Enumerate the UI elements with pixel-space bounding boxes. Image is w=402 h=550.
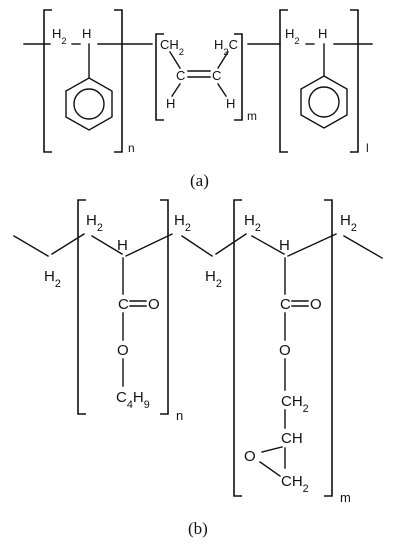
- bracket-right-m: [324, 199, 333, 497]
- panel-a-caption: (a): [190, 171, 209, 190]
- panel-b-caption: (b): [188, 519, 208, 538]
- epoxide-bond: [259, 461, 281, 477]
- styrene-left-ch2-label: H2: [52, 26, 67, 46]
- gma-o-ring-label: O: [244, 448, 256, 465]
- butadiene-ch2-left-label: CH2: [160, 37, 184, 57]
- backbone-bond: [125, 233, 173, 257]
- panel-b: H2 n H2 H C O O C4H9 H2 H2 m H2 H C: [13, 199, 383, 538]
- butadiene-bond: [217, 51, 229, 69]
- butadiene-ch2-right-label: H2C: [214, 37, 238, 57]
- repeat-index-l: l: [366, 141, 369, 155]
- butadiene-h-left-label: H: [166, 96, 175, 111]
- backbone-bond: [181, 235, 213, 257]
- bracket-right-n: [114, 9, 123, 153]
- link-bottom-h2-label: H2: [205, 268, 222, 290]
- repeat-index-m: m: [247, 109, 257, 123]
- ba-carbonyl-o-label: O: [148, 296, 160, 313]
- bracket-left-l: [279, 9, 288, 153]
- epoxide-bond: [261, 446, 283, 453]
- backbone-bond: [13, 235, 49, 257]
- bracket-left-n: [77, 199, 86, 415]
- end-right-h2-label: H2: [340, 212, 357, 234]
- bracket-left-n: [43, 9, 52, 153]
- repeat-index-n: n: [128, 141, 135, 155]
- styrene-right-ch2-label: H2: [285, 26, 300, 46]
- butadiene-c-left-label: C: [176, 68, 185, 83]
- gma-ch2-label: H2: [244, 212, 261, 234]
- butadiene-h-bond: [171, 83, 181, 97]
- ba-ch2-label: H2: [86, 212, 103, 234]
- backbone-bond: [51, 233, 85, 255]
- link-top-h2-label: H2: [174, 212, 191, 234]
- ba-butyl-label: C4H9: [116, 389, 150, 411]
- repeat-index-n: n: [176, 408, 183, 423]
- butadiene-h-right-label: H: [226, 96, 235, 111]
- gma-carbonyl-c-label: C: [280, 296, 291, 313]
- bracket-right-n: [160, 199, 169, 415]
- backbone-bond: [215, 233, 247, 255]
- benzene-ring-right: [300, 75, 348, 129]
- butadiene-bond: [169, 51, 181, 69]
- backbone-bond: [251, 235, 285, 255]
- bracket-left-m: [233, 199, 242, 497]
- styrene-left-ch-label: H: [82, 26, 91, 41]
- ba-ester-o-label: O: [117, 342, 129, 359]
- panel-a: H2 H n m CH2 H2C C C H H l H2 H: [23, 9, 373, 190]
- bracket-left-m: [155, 33, 164, 121]
- ba-ch-label: H: [117, 237, 128, 254]
- benzene-ring-left: [65, 77, 113, 131]
- gma-carbonyl-o-label: O: [310, 296, 322, 313]
- end-left-h2-label: H2: [44, 268, 61, 290]
- gma-ch-label: H: [279, 237, 290, 254]
- gma-ch2-a-label: CH2: [281, 393, 309, 415]
- ba-carbonyl-c-label: C: [118, 296, 129, 313]
- backbone-bond: [91, 235, 123, 255]
- gma-ch2-ring-label: CH2: [281, 473, 309, 495]
- bracket-right-l: [350, 9, 359, 153]
- butadiene-h-bond: [217, 83, 227, 97]
- styrene-right-ch-label: H: [318, 26, 327, 41]
- gma-ester-o-label: O: [279, 342, 291, 359]
- backbone-bond: [287, 233, 337, 257]
- gma-ch-ring-label: CH: [281, 430, 303, 447]
- butadiene-c-right-label: C: [212, 68, 221, 83]
- repeat-index-m: m: [340, 490, 351, 505]
- bracket-right-m: [234, 33, 243, 121]
- backbone-bond: [343, 235, 383, 259]
